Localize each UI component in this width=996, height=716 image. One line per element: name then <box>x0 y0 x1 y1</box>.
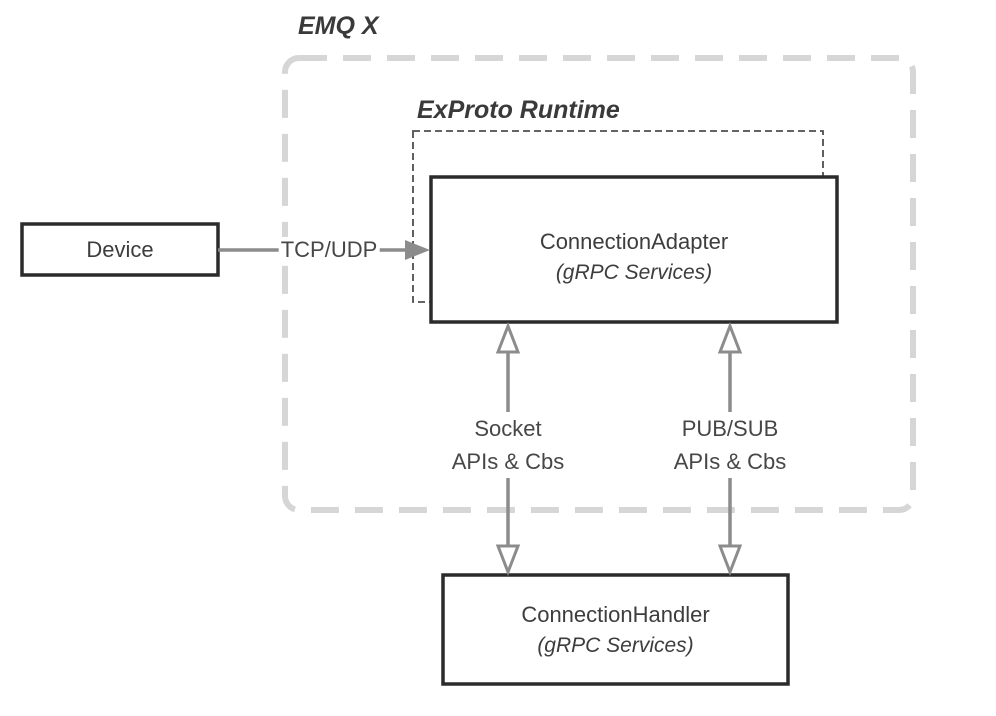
connection-adapter-box <box>429 175 839 324</box>
pubsub-up-arrowhead-icon <box>717 321 743 354</box>
emqx-dashed-container <box>282 55 916 513</box>
tcp-udp-edge-label: TCP/UDP <box>278 237 380 263</box>
socket-edge-label: Socket APIs & Cbs <box>446 412 570 478</box>
connection-adapter-node: ConnectionAdapter (gRPC Services) <box>431 177 837 322</box>
pubsub-edge-label-line2: APIs & Cbs <box>673 449 787 474</box>
pubsub-edge-label-line1: PUB/SUB <box>681 416 779 441</box>
device-box <box>20 222 220 277</box>
socket-edge-label-line2: APIs & Cbs <box>451 449 565 474</box>
emqx-label: EMQ X <box>298 12 379 40</box>
connection-adapter-title: ConnectionAdapter <box>539 228 729 254</box>
connection-handler-title: ConnectionHandler <box>521 601 710 627</box>
pubsub-edge-label: PUB/SUB APIs & Cbs <box>668 412 792 478</box>
socket-down-arrowhead-icon <box>495 544 521 577</box>
pubsub-down-arrowhead-icon <box>717 544 743 577</box>
exproto-runtime-label: ExProto Runtime <box>417 96 620 124</box>
device-title: Device <box>86 236 154 262</box>
connection-handler-node: ConnectionHandler (gRPC Services) <box>443 575 788 684</box>
device-node: Device <box>22 224 218 275</box>
socket-edge-label-line1: Socket <box>474 416 542 441</box>
connection-handler-box <box>441 573 790 686</box>
socket-up-arrowhead-icon <box>495 321 521 354</box>
connection-adapter-subtitle: (gRPC Services) <box>555 260 713 284</box>
tcp-udp-arrowhead-icon <box>405 240 430 260</box>
connection-handler-subtitle: (gRPC Services) <box>537 633 694 657</box>
